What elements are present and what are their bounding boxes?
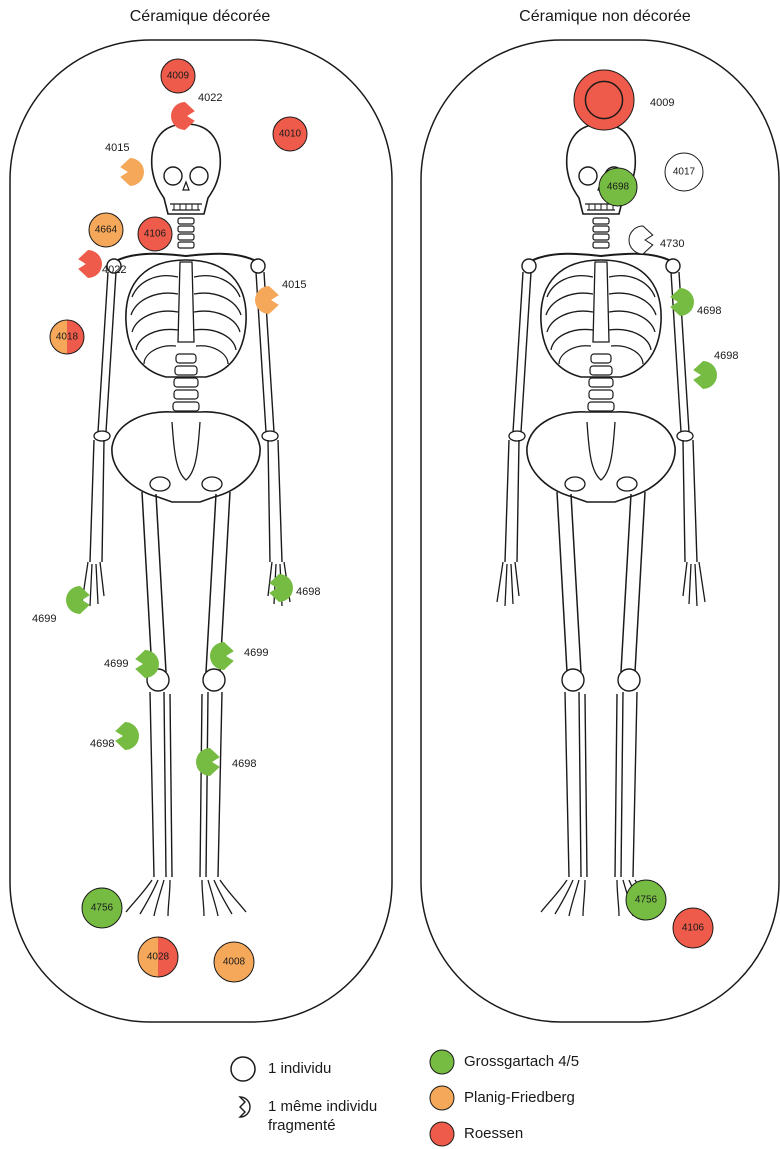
undecorated-marker-4009: 4009 bbox=[574, 70, 674, 130]
decorated-marker-label: 4698 bbox=[90, 738, 114, 750]
decorated-marker-4699: 4699 bbox=[210, 642, 268, 670]
decorated-marker-label: 4022 bbox=[198, 92, 222, 104]
decorated-marker-label: 4664 bbox=[95, 225, 118, 236]
decorated-marker-4009: 4009 bbox=[161, 59, 195, 93]
decorated-marker-4022: 4022 bbox=[171, 92, 222, 130]
decorated-marker-4015: 4015 bbox=[255, 279, 306, 314]
decorated-marker-4699: 4699 bbox=[104, 650, 159, 678]
decorated-marker-label: 4699 bbox=[244, 647, 268, 659]
decorated-marker-4018: 4018 bbox=[50, 320, 84, 354]
decorated-marker-4698: 4698 bbox=[90, 722, 139, 750]
undecorated-marker-4756: 4756 bbox=[626, 880, 666, 920]
undecorated-marker-4106: 4106 bbox=[673, 908, 713, 948]
decorated-marker-4756: 4756 bbox=[82, 888, 122, 928]
legend-roessen-label: Roessen bbox=[464, 1124, 523, 1143]
decorated-marker-4106: 4106 bbox=[138, 217, 172, 251]
legend-individual-symbol bbox=[231, 1057, 255, 1081]
decorated-marker-label: 4018 bbox=[56, 332, 79, 343]
legend-grossgartach-label: Grossgartach 4/5 bbox=[464, 1052, 579, 1071]
decorated-marker-label: 4756 bbox=[91, 903, 114, 914]
decorated-marker-label: 4009 bbox=[167, 71, 190, 82]
undecorated-marker-label: 4756 bbox=[635, 895, 658, 906]
legend-planig-label: Planig-Friedberg bbox=[464, 1088, 575, 1107]
undecorated-marker-4698: 4698 bbox=[599, 168, 637, 206]
decorated-marker-4028: 4028 bbox=[138, 937, 178, 977]
decorated-marker-4664: 4664 bbox=[89, 213, 123, 247]
undecorated-marker-label: 4698 bbox=[607, 182, 630, 193]
undecorated-marker-label: 4698 bbox=[697, 305, 721, 317]
decorated-marker-label: 4015 bbox=[105, 142, 129, 154]
decorated-marker-4699: 4699 bbox=[32, 586, 90, 625]
decorated-marker-4008: 4008 bbox=[214, 942, 254, 982]
undecorated-marker-label: 4730 bbox=[660, 238, 684, 250]
decorated-marker-label: 4022 bbox=[102, 264, 126, 276]
undecorated-marker-4698: 4698 bbox=[693, 350, 738, 389]
legend-roessen-swatch bbox=[430, 1122, 454, 1146]
decorated-marker-label: 4698 bbox=[296, 586, 320, 598]
decorated-marker-label: 4028 bbox=[147, 952, 170, 963]
decorated-marker-4022: 4022 bbox=[78, 250, 126, 278]
undecorated-marker-label: 4698 bbox=[714, 350, 738, 362]
decorated-marker-4010: 4010 bbox=[273, 117, 307, 151]
decorated-marker-label: 4015 bbox=[282, 279, 306, 291]
undecorated-marker-4017: 4017 bbox=[665, 153, 703, 191]
decorated-marker-label: 4698 bbox=[232, 758, 256, 770]
legend-individual-label: 1 individu bbox=[268, 1059, 331, 1078]
undecorated-marker-label: 4106 bbox=[682, 923, 705, 934]
decorated-marker-label: 4010 bbox=[279, 129, 302, 140]
legend-grossgartach-swatch bbox=[430, 1050, 454, 1074]
decorated-marker-label: 4699 bbox=[32, 613, 56, 625]
decorated-marker-label: 4699 bbox=[104, 658, 128, 670]
undecorated-marker-4730: 4730 bbox=[629, 226, 684, 254]
decorated-marker-4698: 4698 bbox=[269, 574, 320, 602]
decorated-marker-label: 4106 bbox=[144, 229, 167, 240]
decorated-marker-4015: 4015 bbox=[105, 142, 144, 186]
legend-fragment-symbol bbox=[240, 1097, 250, 1117]
undecorated-marker-label: 4009 bbox=[650, 97, 674, 109]
decorated-marker-4698: 4698 bbox=[196, 748, 256, 776]
decorated-marker-label: 4008 bbox=[223, 957, 246, 968]
undecorated-marker-4698: 4698 bbox=[670, 288, 721, 317]
legend-planig-swatch bbox=[430, 1086, 454, 1110]
legend-fragment-label-line2: fragmenté bbox=[268, 1116, 336, 1135]
legend-fragment-label-line1: 1 même individu bbox=[268, 1097, 377, 1116]
undecorated-marker-label: 4017 bbox=[673, 167, 696, 178]
